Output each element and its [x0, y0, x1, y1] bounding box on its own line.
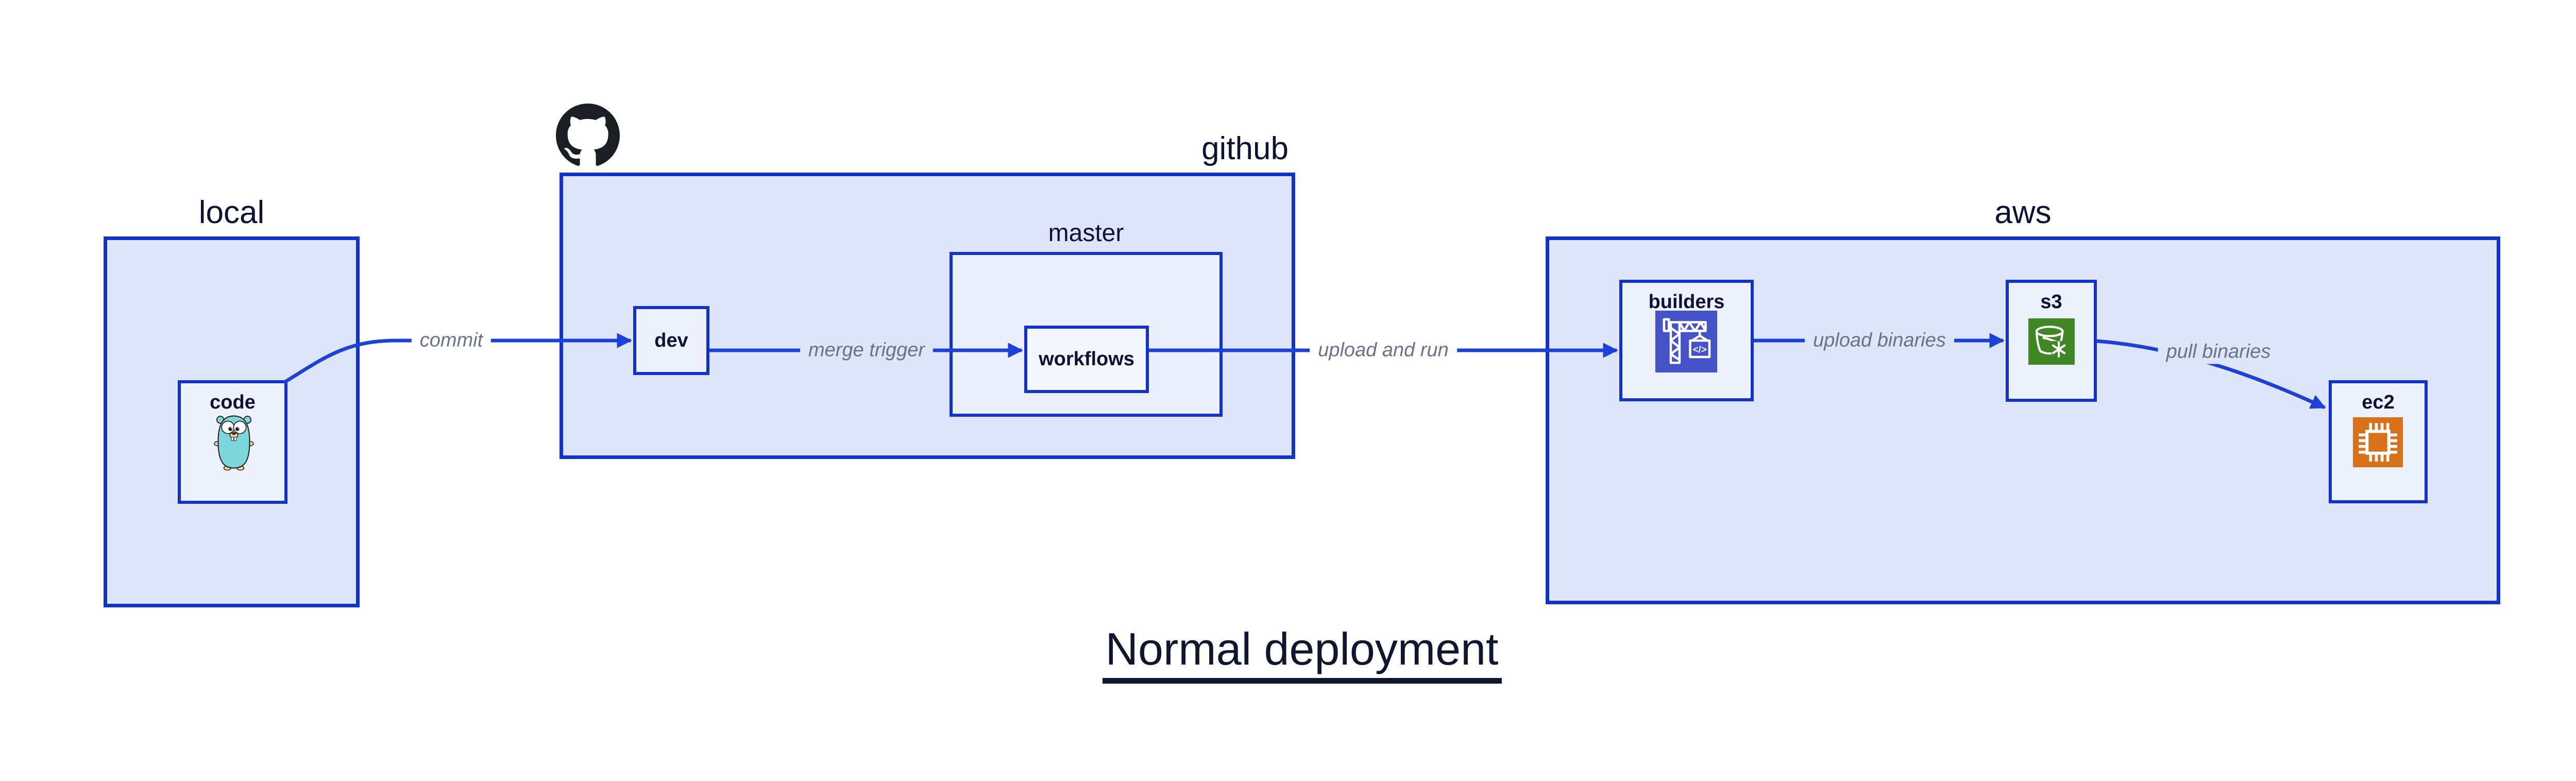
aws-ec2-icon: [2353, 417, 2403, 467]
edge-label-upload-and-run: upload and run: [1310, 338, 1457, 363]
aws-s3-glacier-icon: [2028, 318, 2075, 365]
ec2-node-label: ec2: [2362, 392, 2395, 413]
aws-codebuild-icon: </>: [1655, 311, 1717, 372]
workflows-node-label: workflows: [1039, 348, 1134, 370]
diagram-title: Normal deployment: [1102, 624, 1502, 684]
dev-node: dev: [633, 306, 709, 375]
dev-node-label: dev: [654, 329, 688, 351]
master-container-label: master: [1048, 219, 1124, 247]
go-gopher-icon: [213, 413, 255, 471]
github-octocat-icon: [556, 104, 620, 167]
aws-container-label: aws: [1994, 195, 2052, 230]
builders-node: builders </>: [1619, 280, 1754, 401]
svg-text:</>: </>: [1693, 344, 1707, 355]
github-container-label: github: [1201, 131, 1289, 166]
edge-label-commit: commit: [411, 328, 492, 353]
s3-node: s3: [2006, 280, 2097, 402]
builders-node-label: builders: [1648, 291, 1725, 313]
edge-label-upload-binaries: upload binaries: [1805, 328, 1954, 353]
edge-label-merge-trigger: merge trigger: [800, 338, 933, 363]
s3-node-label: s3: [2040, 291, 2062, 313]
edge-label-pull-binaries: pull binaries: [2158, 339, 2279, 364]
code-node-label: code: [210, 392, 256, 413]
code-node: code: [178, 380, 287, 504]
diagram-title-row: Normal deployment: [0, 624, 2576, 684]
ec2-node: ec2: [2329, 380, 2428, 503]
workflows-node: workflows: [1024, 326, 1149, 393]
local-container-label: local: [198, 195, 265, 230]
